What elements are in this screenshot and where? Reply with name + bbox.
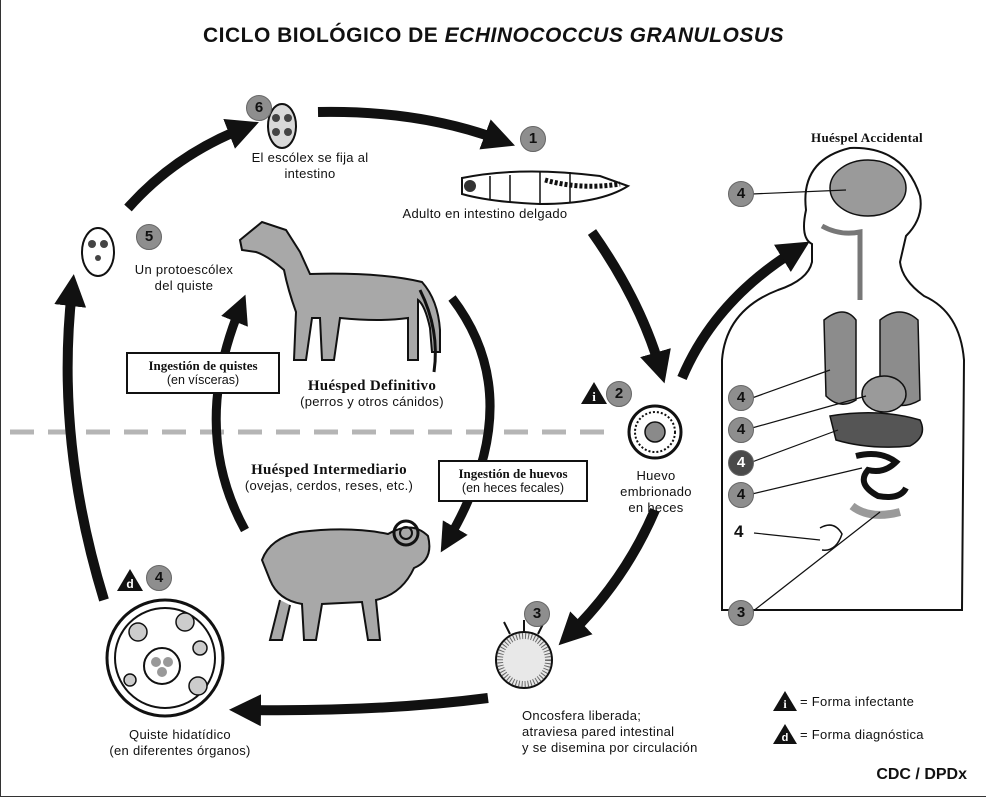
intermediate-host-name: Huésped Intermediario [214,462,444,478]
stage-3-label-line3: y se disemina por circulación [522,740,762,756]
stage-6-label: El escólex se fija al intestino [226,150,394,182]
sheep-illustration [262,521,429,640]
legend-infective-icon: i [772,690,798,712]
cyst-ingestion-box: Ingestión de quistes (en vísceras) [126,352,280,394]
organ-lung-badge: 4 [728,385,754,411]
adult-worm-illustration [462,171,628,204]
stage-5-badge: 5 [136,224,162,250]
credit-text: CDC / DPDx [876,766,967,784]
organ-bone-number: 4 [734,522,743,542]
stage-2-label: Huevo embrionado en heces [610,468,702,516]
arrow-2-to-3 [570,510,655,634]
stage-2-label-line2: embrionado [610,484,702,500]
hydatid-cyst-illustration [107,600,223,716]
legend-diagnostic-icon-letter: d [782,732,789,744]
stage-4-badge: 4 [146,565,172,591]
stage-6-badge: 6 [246,95,272,121]
definitive-host-label: Huésped Definitivo (perros y otros cánid… [262,378,482,410]
stage-1-badge: 1 [520,126,546,152]
stage-2-label-line1: Huevo [610,468,702,484]
stage-6-label-line1: El escólex se fija al [226,150,394,166]
egg-ingestion-sub: (en heces fecales) [446,481,580,496]
legend-diagnostic-label: = Forma diagnóstica [800,727,970,743]
dog-illustration [240,222,440,372]
diagnostic-form-icon: d [116,568,144,592]
organ-intestine-badge: 4 [728,482,754,508]
scolex-illustration [268,104,296,148]
arrow-3-to-4 [245,698,488,710]
diagnostic-form-icon-letter: d [126,577,133,591]
arrow-4-to-5 [68,290,104,600]
organ-circulation-badge: 3 [728,600,754,626]
legend-diagnostic-icon: d [772,723,798,745]
infective-form-icon: i [580,381,608,405]
intermediate-host-sub: (ovejas, cerdos, reses, etc.) [214,478,444,494]
stage-5-label-line1: Un protoescólex [114,262,254,278]
organ-liver-badge: 4 [728,450,754,476]
organ-heart-badge: 4 [728,417,754,443]
stage-4-label-line1: Quiste hidatídico [80,727,280,743]
cyst-ingestion-sub: (en vísceras) [134,373,272,388]
stage-2-label-line3: en heces [610,500,702,516]
stage-3-badge: 3 [524,601,550,627]
stage-3-label-line2: atraviesa pared intestinal [522,724,762,740]
arrow-dog-to-sheep [448,298,490,540]
stage-4-label-line2: (en diferentes órganos) [80,743,280,759]
protoscolex-illustration [82,228,114,276]
organ-brain-badge: 4 [728,181,754,207]
embryonated-egg-illustration [629,406,681,458]
stage-3-label-line1: Oncosfera liberada; [522,708,762,724]
stage-4-label: Quiste hidatídico (en diferentes órganos… [80,727,280,759]
arrow-1-to-2 [592,232,660,368]
cyst-ingestion-title: Ingestión de quistes [134,358,272,373]
arrow-sheep-to-dog [216,308,245,530]
stage-3-label: Oncosfera liberada; atraviesa pared inte… [522,708,762,756]
infective-form-icon-letter: i [592,389,596,404]
stage-2-badge: 2 [606,381,632,407]
definitive-host-name: Huésped Definitivo [262,378,482,394]
stage-1-label: Adulto en intestino delgado [380,206,590,222]
definitive-host-sub: (perros y otros cánidos) [262,394,482,410]
stage-6-label-line2: intestino [226,166,394,182]
oncosphere-illustration [496,620,552,688]
arrow-6-to-1 [318,112,500,140]
legend-infective-label: = Forma infectante [800,694,960,710]
egg-ingestion-box: Ingestión de huevos (en heces fecales) [438,460,588,502]
intermediate-host-label: Huésped Intermediario (ovejas, cerdos, r… [214,462,444,494]
egg-ingestion-title: Ingestión de huevos [446,466,580,481]
stage-5-label-line2: del quiste [114,278,254,294]
stage-5-label: Un protoescólex del quiste [114,262,254,294]
accidental-host-label: Huéspel Accidental [782,130,952,146]
